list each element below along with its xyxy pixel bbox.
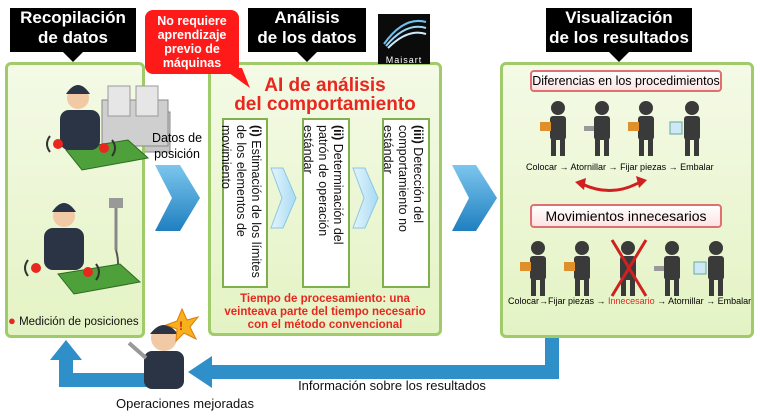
processing-time-note: Tiempo de procesamiento: una veinteava p… — [212, 293, 438, 332]
step-box-2: (ii) Determinación del patrón de operaci… — [301, 118, 350, 288]
worker-figure-top — [46, 85, 169, 171]
note-line: veinteava parte del tiempo necesario — [224, 306, 426, 318]
step-box-3: (iii) Detección del comportamiento no es… — [381, 118, 430, 288]
sequence-figures-top — [540, 101, 700, 156]
step-text: Estimación de los límites de los element… — [219, 125, 263, 278]
feedback-arrow-head — [188, 356, 212, 388]
callout-line: No requiere — [157, 14, 227, 28]
step-label: Embalar — [680, 162, 714, 172]
return-arrow — [59, 358, 170, 387]
improved-operations-label: Operaciones mejoradas — [100, 396, 270, 411]
step-label: Fijar piezas — [548, 296, 595, 306]
return-arrow-head — [50, 340, 82, 360]
cross-out-icon — [610, 239, 648, 297]
header-line-1: Visualización — [565, 8, 673, 27]
callout-line: aprendizaje — [157, 28, 227, 42]
sequence-figures-bottom — [520, 241, 724, 296]
label-line: posición — [154, 147, 200, 161]
feedback-arrow — [210, 338, 559, 379]
flow-arrow-to-visualization — [452, 165, 497, 231]
step-number: (ii) — [331, 125, 345, 141]
step-label: Colocar — [526, 162, 558, 172]
measurement-text: Medición de posiciones — [19, 316, 139, 328]
label-text: Movimientos innecesarios — [545, 208, 707, 224]
header-data-collection: Recopilación de datos — [10, 8, 136, 52]
step-text: Determinación del patrón de operación es… — [301, 125, 345, 245]
sequence-bottom: Colocar→Fijar piezas → Innecesario → Ato… — [508, 296, 752, 306]
step-label: Colocar — [508, 296, 540, 306]
step-label: Atornillar — [570, 162, 607, 172]
header-line-2: de datos — [38, 28, 108, 47]
step-number: (iii) — [411, 125, 425, 144]
step-box-1: (i) Estimación de los límites de los ele… — [219, 118, 268, 288]
header-tail — [609, 52, 629, 62]
results-info-label: Información sobre los resultados — [262, 378, 522, 393]
improved-worker-figure — [127, 325, 184, 389]
step-label: Atornillar — [668, 296, 704, 306]
label-text: Operaciones mejoradas — [115, 396, 255, 411]
step-label: Fijar piezas — [620, 162, 667, 172]
no-prior-learning-callout: No requiere aprendizaje previo de máquin… — [145, 10, 239, 74]
label-text: Información sobre los resultados — [298, 378, 486, 393]
callout-pointer — [222, 68, 250, 88]
position-data-label: Datos de posición — [146, 130, 208, 162]
header-visualization: Visualización de los resultados — [546, 8, 692, 52]
svg-text:!: ! — [179, 319, 183, 333]
header-line-2: de los datos — [257, 28, 357, 47]
header-tail — [63, 52, 83, 62]
ai-title-line: del comportamiento — [234, 94, 416, 115]
note-line: con el método convencional — [247, 319, 403, 331]
header-line-1: Recopilación — [20, 8, 126, 27]
callout-line: máquinas — [162, 56, 222, 70]
step-label: Embalar — [717, 296, 752, 306]
label-line: Datos de — [151, 131, 203, 145]
step-chevron-1 — [270, 167, 297, 229]
header-tail — [297, 52, 317, 62]
step-chevron-2 — [352, 167, 379, 229]
header-data-analysis: Análisis de los datos — [248, 8, 366, 52]
spark-icon: ! — [164, 307, 200, 343]
worker-figure-bottom — [24, 198, 142, 295]
ai-title-line: AI de análisis — [264, 75, 386, 96]
header-line-2: de los resultados — [549, 28, 689, 47]
callout-line: previo de — [164, 42, 220, 56]
label-text: Diferencias en los procedimientos — [532, 74, 720, 88]
red-dot-icon: ● — [8, 313, 16, 328]
ai-title: AI de análisis del comportamiento — [212, 76, 438, 114]
step-label-unnecessary: Innecesario — [608, 296, 655, 306]
logo-text: Maisart — [385, 55, 423, 65]
step-text: Detección del comportamiento no estándar — [381, 125, 425, 233]
step-number: (i) — [249, 125, 263, 137]
sequence-top: Colocar → Atornillar → Fijar piezas → Em… — [526, 162, 714, 172]
unnecessary-movements-label: Movimientos innecesarios — [530, 204, 722, 228]
position-measurement-label: ● Medición de posiciones — [8, 313, 144, 328]
flow-arrow-to-analysis — [155, 165, 200, 231]
logo-swoosh-icon — [383, 20, 427, 49]
note-line: Tiempo de procesamiento: una — [240, 293, 410, 305]
swap-arrow — [581, 180, 641, 192]
header-line-1: Análisis — [274, 8, 340, 27]
diff-procedures-label: Diferencias en los procedimientos — [530, 70, 722, 92]
maisart-logo: Maisart — [378, 14, 430, 65]
